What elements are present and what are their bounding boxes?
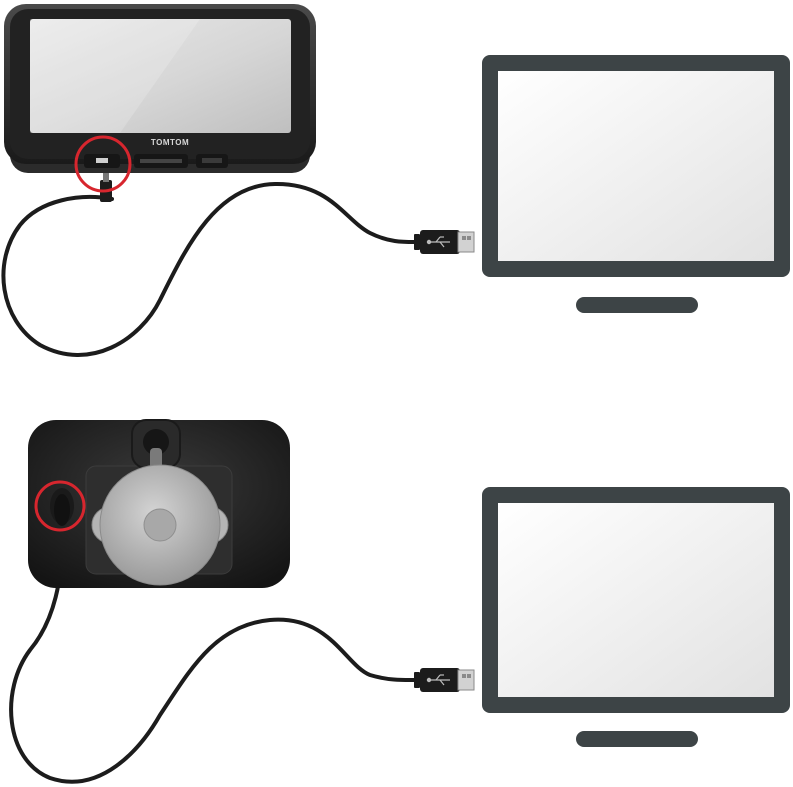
usb-symbol-icon xyxy=(426,674,450,686)
brand-logo-text: TOMTOM xyxy=(151,138,189,147)
navigation-device-back xyxy=(28,419,290,588)
monitor-stand-bottom xyxy=(576,731,698,747)
mini-usb-port xyxy=(96,158,108,163)
mini-usb-port-back xyxy=(54,494,70,526)
device-screen xyxy=(30,19,291,133)
bottom-scene xyxy=(9,419,790,784)
computer-monitor-top xyxy=(482,55,790,313)
usb-cable-bottom xyxy=(9,526,422,784)
usb-cable-top xyxy=(1,181,422,357)
monitor-stand-top xyxy=(576,297,698,313)
mini-usb-plug-top xyxy=(100,170,112,202)
highlight-ring-top xyxy=(74,135,132,193)
monitor-screen-top xyxy=(498,71,774,261)
suction-cup-mount xyxy=(91,464,229,586)
usb-a-plug-top xyxy=(414,230,475,254)
mount-knob xyxy=(131,419,181,470)
highlight-ring-bottom xyxy=(34,480,86,532)
usb-a-plug-bottom xyxy=(414,668,475,692)
monitor-screen-bottom xyxy=(498,503,774,697)
top-scene: TOMTOM xyxy=(1,4,790,357)
usb-symbol-icon xyxy=(426,236,450,248)
navigation-device-front: TOMTOM xyxy=(4,4,316,193)
computer-monitor-bottom xyxy=(482,487,790,747)
